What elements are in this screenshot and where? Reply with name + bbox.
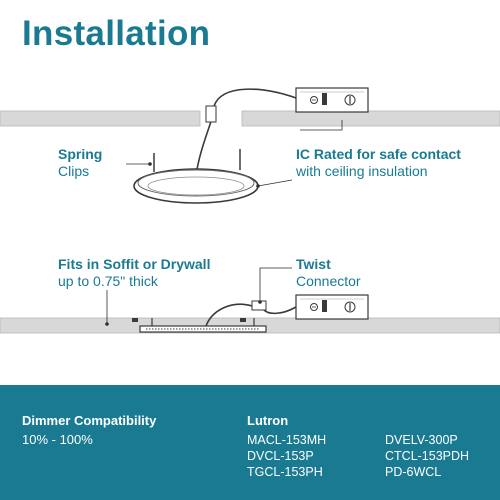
upper-junction-box — [295, 87, 369, 113]
upper-cable — [195, 88, 297, 176]
soffit-label: Fits in Soffit or Drywall up to 0.75" th… — [58, 256, 210, 290]
upper-ceiling-left — [0, 110, 201, 127]
soffit-title: Fits in Soffit or Drywall — [58, 256, 211, 272]
lower-junction-box — [295, 294, 369, 320]
model-item: MACL-153MH — [247, 433, 327, 447]
dimmer-brand: Lutron — [247, 413, 289, 428]
dimmer-range: 10% - 100% — [22, 432, 93, 447]
upper-connector — [205, 105, 217, 123]
dimmer-heading: Dimmer Compatibility — [22, 413, 157, 428]
ic-rated-subtitle: with ceiling insulation — [296, 163, 428, 179]
upper-ceiling-right — [241, 110, 500, 127]
model-item: CTCL-153PDH — [385, 449, 470, 463]
twist-connector-label: Twist Connector — [296, 256, 361, 290]
spring-clips-subtitle: Clips — [58, 163, 90, 179]
ic-rated-label: IC Rated for safe contact with ceiling i… — [296, 146, 461, 180]
spring-clips-label: Spring Clips — [58, 146, 102, 180]
upper-fixture — [133, 168, 259, 204]
page-title: Installation — [22, 14, 211, 53]
model-item: DVELV-300P — [385, 433, 458, 447]
twist-connector-title: Twist — [296, 256, 331, 272]
lower-fixture — [132, 318, 267, 333]
spring-clips-title: Spring — [58, 146, 103, 162]
models-column-1: MACL-153MH DVCL-153P TGCL-153PH — [247, 432, 326, 480]
dimmer-compatibility-panel — [0, 385, 500, 500]
model-item: DVCL-153P — [247, 449, 314, 463]
models-column-2: DVELV-300P CTCL-153PDH PD-6WCL — [385, 432, 469, 480]
soffit-subtitle: up to 0.75" thick — [58, 273, 158, 289]
model-item: PD-6WCL — [385, 465, 442, 479]
installation-diagram — [0, 87, 500, 334]
twist-connector-subtitle: Connector — [296, 273, 361, 289]
ic-rated-title: IC Rated for safe contact — [296, 146, 461, 162]
model-item: TGCL-153PH — [247, 465, 323, 479]
